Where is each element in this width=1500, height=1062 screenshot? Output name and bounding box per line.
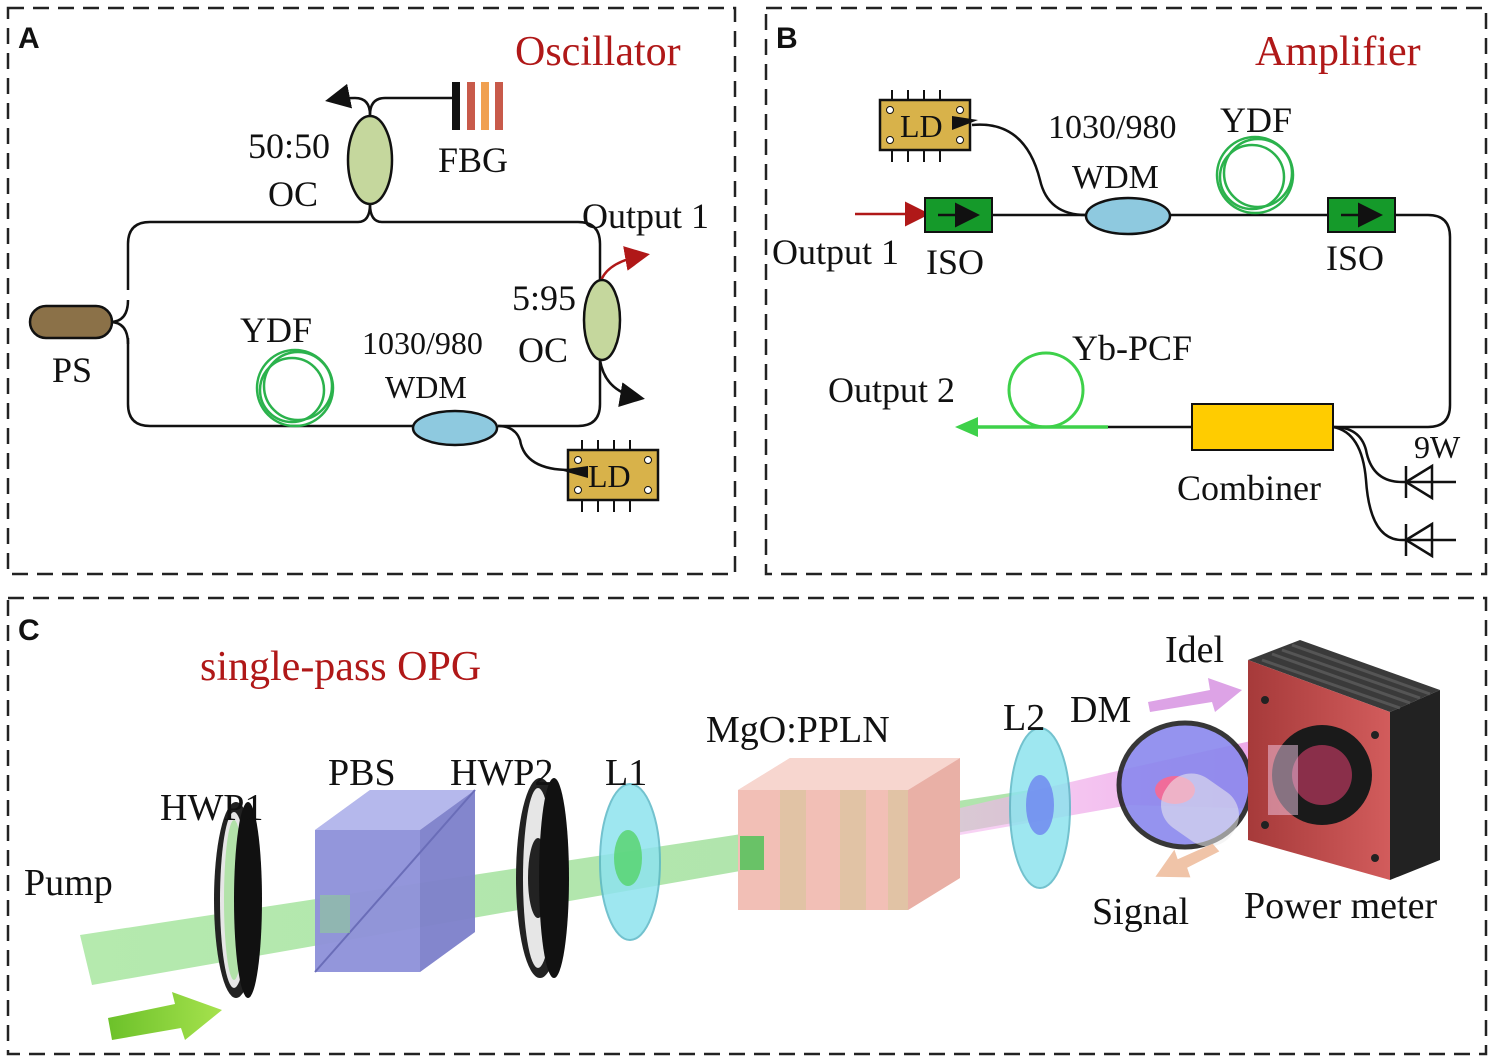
- wdm-ratio-label-b: 1030/980: [1048, 109, 1176, 146]
- panel-a-frame: [6, 6, 737, 576]
- panel-a-oscillator: A Oscillator 50:50 OC FBG Ou: [6, 6, 737, 576]
- pump-arrow-icon: [108, 992, 222, 1040]
- l2-label: L2: [1003, 697, 1045, 739]
- ld-label-a: LD: [588, 458, 631, 494]
- coupler-oc-label: OC: [268, 174, 318, 214]
- output1-arrow: [598, 246, 650, 285]
- isolator-2: [1327, 197, 1396, 233]
- pbs-cube: [314, 789, 476, 973]
- wdm-b: [1084, 196, 1172, 236]
- l1-lens: [599, 783, 661, 941]
- ydf-label-b: YDF: [1220, 100, 1292, 140]
- output1-label-b: Output 1: [772, 232, 899, 272]
- fbg-icon: [452, 82, 503, 130]
- coupler-50-50: [346, 114, 394, 206]
- panel-c-frame: [6, 596, 1488, 1056]
- signal-label: Signal: [1092, 891, 1189, 933]
- panel-c-letter: C: [18, 614, 40, 647]
- ybpcf-label: Yb-PCF: [1072, 328, 1192, 368]
- oscillator-fiber-loop: [109, 83, 645, 472]
- panel-a-letter: A: [18, 22, 40, 55]
- output2-label: Output 2: [828, 370, 955, 410]
- combiner-label: Combiner: [1177, 468, 1321, 508]
- dm-dichroic-mirror: [1116, 720, 1254, 850]
- panel-b-amplifier: B Amplifier LD: [764, 6, 1488, 576]
- dm-label: DM: [1070, 689, 1131, 731]
- oc2-ratio-label: 5:95: [512, 278, 576, 318]
- hwp1-waveplate: [214, 802, 262, 998]
- hwp2-waveplate: [516, 778, 569, 978]
- ydf-coil-icon-b: [1215, 135, 1295, 215]
- ld-label-b: LD: [900, 108, 943, 144]
- wdm-label-a: WDM: [385, 369, 467, 405]
- ps-label: PS: [52, 350, 92, 390]
- signal-arrow-icon: [1155, 843, 1220, 878]
- idel-arrow-icon: [1148, 678, 1242, 712]
- panel-b-frame: [764, 6, 1488, 576]
- hwp2-label: HWP2: [450, 752, 553, 794]
- ydf-label-a: YDF: [240, 310, 312, 350]
- crystal-label: MgO:PPLN: [706, 709, 890, 751]
- coupler-ratio-label: 50:50: [248, 126, 330, 166]
- combiner: [1191, 403, 1334, 451]
- oc2-label: OC: [518, 330, 568, 370]
- panel-c-title: single-pass OPG: [200, 644, 481, 690]
- amplifier-fiber-path: [971, 123, 1456, 542]
- panel-a-title: Oscillator: [515, 29, 681, 75]
- panel-b-letter: B: [776, 22, 798, 55]
- power-label: 9W: [1414, 429, 1461, 465]
- idel-label: Idel: [1165, 629, 1224, 671]
- l2-lens: [1009, 727, 1071, 889]
- pump-diode-icons: [1403, 463, 1434, 559]
- output1-label: Output 1: [582, 196, 709, 236]
- yb-pcf-coil-icon: [955, 351, 1108, 437]
- l1-label: L1: [605, 752, 647, 794]
- wdm-ratio-label-a: 1030/980: [362, 325, 483, 361]
- coupler-5-95: [582, 278, 622, 362]
- ld-icon-a: [560, 440, 660, 512]
- iso2-label: ISO: [1326, 238, 1384, 278]
- ps-saturable-absorber: [28, 304, 114, 340]
- wdm-a: [411, 409, 499, 447]
- mgo-ppln-crystal: [738, 758, 960, 910]
- iso1-label: ISO: [926, 242, 984, 282]
- hwp1-label: HWP1: [160, 787, 263, 829]
- pump-label: Pump: [24, 862, 113, 904]
- pbs-label: PBS: [328, 752, 396, 794]
- power-meter-label: Power meter: [1244, 885, 1437, 927]
- isolator-1: [924, 197, 993, 233]
- fbg-label: FBG: [438, 140, 508, 180]
- wdm-label-b: WDM: [1072, 159, 1159, 196]
- power-meter: [1248, 640, 1440, 880]
- ld-icon-b: [878, 90, 978, 162]
- panel-c-opg: C single-pass OPG Pump HWP1 PBS: [6, 596, 1488, 1056]
- ydf-coil-icon: [255, 348, 335, 428]
- panel-b-title: Amplifier: [1255, 29, 1421, 75]
